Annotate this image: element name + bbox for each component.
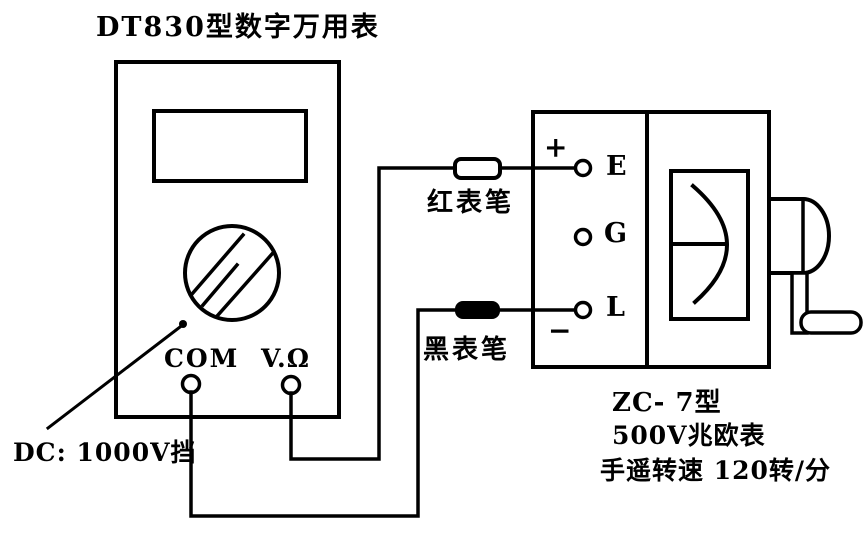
black-probe-symbol <box>455 301 500 319</box>
crank-handle <box>799 310 863 335</box>
black-lead-wire <box>189 308 579 518</box>
vohm-jack-circle <box>280 374 302 396</box>
megohmmeter-rating-label: 500V兆欧表 <box>612 421 766 450</box>
black-probe-label: 黑表笔 <box>423 335 511 365</box>
dial-hatch-lines <box>189 232 275 318</box>
terminal-g-circle <box>573 227 593 247</box>
plus-polarity-label: + <box>544 131 569 164</box>
terminal-l-circle <box>573 300 593 320</box>
crank-knob <box>769 197 831 275</box>
terminal-l-label: L <box>606 292 626 323</box>
red-lead-wire <box>289 166 579 461</box>
megohmmeter-model-label: ZC- 7型 <box>612 388 722 418</box>
megohmmeter-crank-speed-label: 手遥转速 120转/分 <box>600 456 832 485</box>
multimeter-display <box>152 109 308 183</box>
multimeter-title: DT830型数字万用表 <box>96 12 380 43</box>
com-jack-circle <box>180 373 202 395</box>
red-probe-label: 红表笔 <box>427 188 515 218</box>
vohm-jack-label: V.Ω <box>261 344 310 373</box>
minus-polarity-label: − <box>548 314 573 347</box>
multimeter-body <box>114 60 341 419</box>
terminal-g-label: G <box>604 218 629 249</box>
dc-range-label: DC: 1000V挡 <box>13 438 197 467</box>
red-probe-symbol <box>453 157 502 180</box>
com-jack-label: COM <box>164 344 240 373</box>
meter-scale-arc <box>690 183 729 305</box>
rotary-dial <box>183 224 281 322</box>
terminal-e-circle <box>573 158 593 178</box>
range-callout-line <box>45 324 183 431</box>
megohmmeter-body <box>531 110 771 369</box>
terminal-e-label: E <box>606 151 628 182</box>
